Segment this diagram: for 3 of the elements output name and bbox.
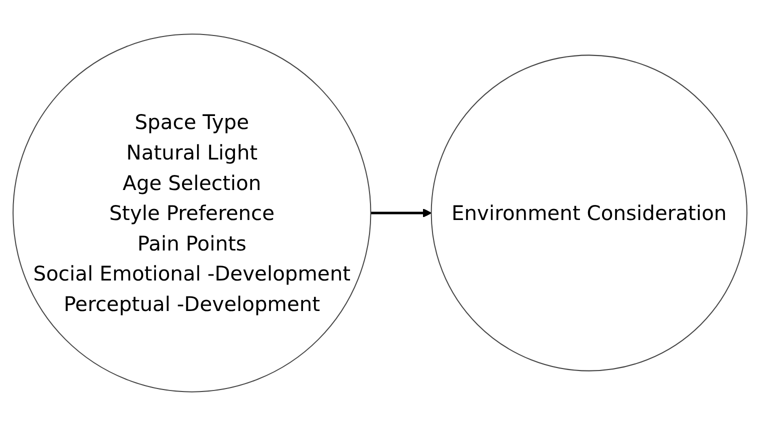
node-circle: Environment Consideration xyxy=(430,54,748,372)
node-circle: Space Type Natural Light Age Selection Style Preference Pain Points Social Emotional -Development Perceptual -Development xyxy=(12,34,372,392)
arrow xyxy=(370,208,432,218)
